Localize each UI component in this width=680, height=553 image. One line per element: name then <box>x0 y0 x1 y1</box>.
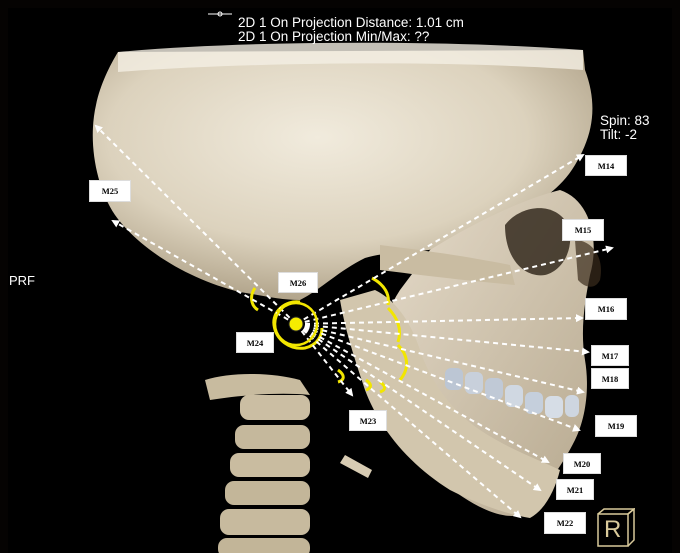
cervical-spine <box>205 374 310 553</box>
label-m26[interactable]: M26 <box>278 272 318 293</box>
tilt-text: Tilt: -2 <box>600 128 637 141</box>
label-m22[interactable]: M22 <box>544 512 586 534</box>
styloid-process <box>340 455 372 478</box>
label-m14[interactable]: M14 <box>585 155 627 176</box>
label-m23[interactable]: M23 <box>349 410 387 431</box>
label-m17[interactable]: M17 <box>591 345 629 366</box>
label-m18[interactable]: M18 <box>591 368 629 389</box>
label-m19[interactable]: M19 <box>595 415 637 437</box>
label-m15[interactable]: M15 <box>562 219 604 241</box>
label-m25[interactable]: M25 <box>89 180 131 202</box>
projection-line-marker <box>208 12 232 16</box>
label-m21[interactable]: M21 <box>556 479 594 500</box>
projection-minmax-text: 2D 1 On Projection Min/Max: ?? <box>238 30 429 43</box>
orientation-cube-icon[interactable]: R <box>595 508 635 548</box>
spin-text: Spin: 83 <box>600 114 650 127</box>
label-m16[interactable]: M16 <box>585 298 627 320</box>
reference-point[interactable] <box>289 317 303 331</box>
orientation-cube-letter: R <box>604 518 621 542</box>
label-m24[interactable]: M24 <box>236 332 274 353</box>
orientation-label: PRF <box>9 274 35 287</box>
projection-distance-text: 2D 1 On Projection Distance: 1.01 cm <box>238 16 464 29</box>
nasal-aperture <box>575 240 601 287</box>
label-m20[interactable]: M20 <box>563 453 601 474</box>
